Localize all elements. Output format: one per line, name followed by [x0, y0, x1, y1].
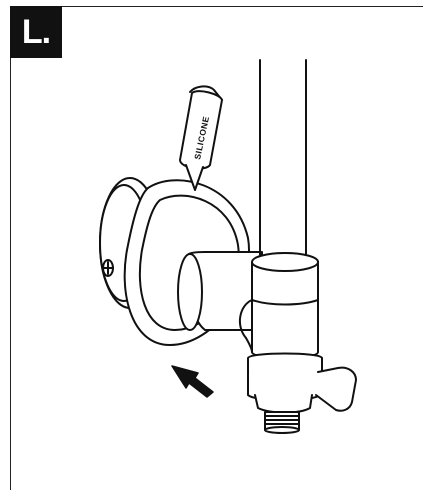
silicone-tube — [179, 85, 223, 191]
connector-pipe — [177, 251, 263, 331]
riser-rail — [259, 59, 307, 269]
threaded-outlet — [264, 411, 300, 434]
riser-bracket — [238, 252, 319, 359]
push-direction-arrow-icon — [171, 365, 214, 398]
step-label: L. — [10, 6, 62, 58]
diagram-frame — [10, 6, 423, 490]
mounting-screw-icon — [102, 259, 114, 277]
diverter-valve — [247, 352, 357, 414]
